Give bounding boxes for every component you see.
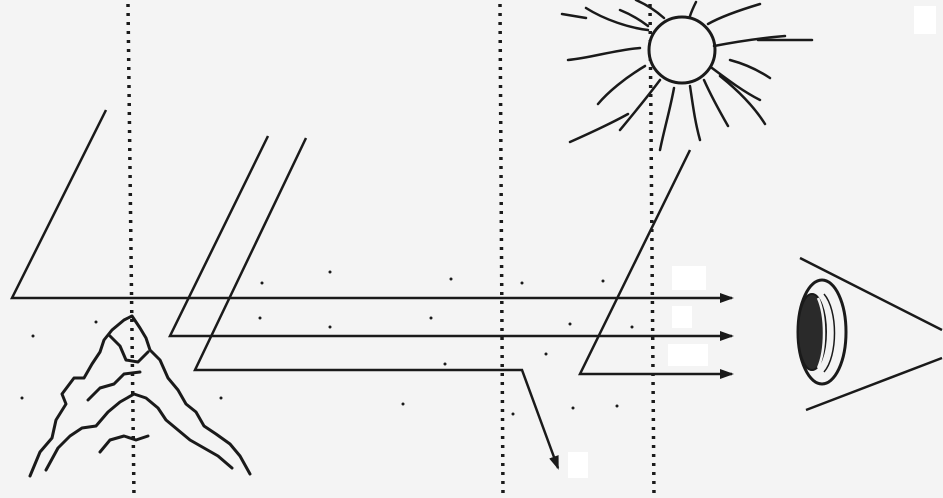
blank-label-patch [568, 452, 588, 478]
blank-label-patch [668, 344, 708, 366]
blank-label-patch [672, 306, 692, 328]
blank-label-patch [672, 266, 706, 290]
blank-label-patch [914, 6, 936, 34]
